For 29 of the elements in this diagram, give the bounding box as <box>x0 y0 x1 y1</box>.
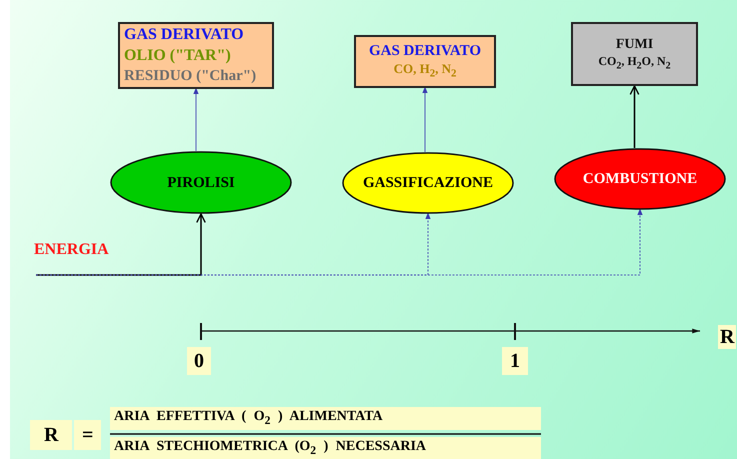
arrow <box>193 88 199 152</box>
box-heading: GAS DERIVATO <box>124 24 245 45</box>
process-ellipse <box>554 148 726 210</box>
arrow <box>36 209 643 276</box>
output-box <box>354 35 496 88</box>
arrow <box>422 87 428 152</box>
output-box <box>571 22 698 86</box>
box-heading: GAS DERIVATO <box>368 42 482 61</box>
box-text: CO$_{2}$, H$_{2}$O, N$_{2}$ <box>597 54 672 72</box>
axis-label: R <box>718 325 736 349</box>
output-box <box>118 22 274 89</box>
energy-label: ENERGIA <box>34 240 110 260</box>
box-text: RESIDUO ("Char") <box>124 66 258 86</box>
denominator: ARIA STECHIOMETRICA (O$_{2}$ ) NECESSARIA <box>110 437 541 459</box>
box-text: OLIO ("TAR") <box>124 46 232 66</box>
formula-symbol: R <box>30 420 72 450</box>
box-text: CO, H$_{2}$, N$_{2}$ <box>392 61 458 82</box>
process-ellipse <box>342 152 514 214</box>
process-name: PIROLISI <box>167 174 235 192</box>
arrow <box>630 85 640 148</box>
arrow <box>36 213 206 276</box>
tick-label: 1 <box>502 347 528 375</box>
box-heading: FUMI <box>614 36 654 54</box>
tick-label: 0 <box>187 347 211 375</box>
process-name: GASSIFICAZIONE <box>362 174 494 192</box>
numerator: ARIA EFFETTIVA ( O$_{2}$ ) ALIMENTATA <box>110 407 541 430</box>
process-name: COMBUSTIONE <box>582 170 698 188</box>
process-ellipse <box>110 151 292 214</box>
equals-sign: = <box>74 420 102 450</box>
